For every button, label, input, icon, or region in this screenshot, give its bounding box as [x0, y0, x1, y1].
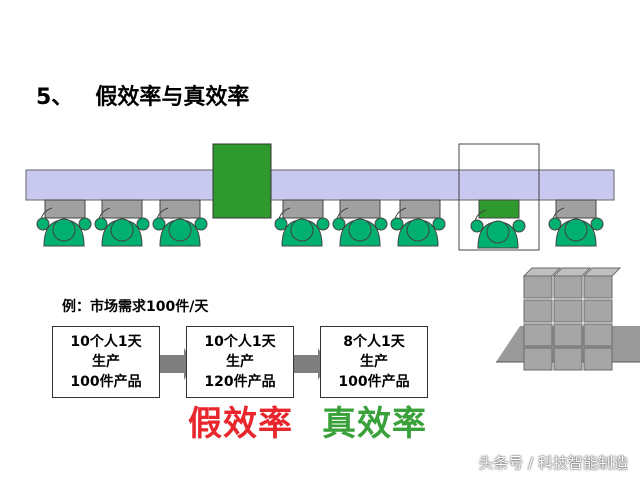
box-line: 120件产品	[204, 374, 276, 390]
inventory-cube	[523, 323, 553, 347]
station-8	[548, 199, 604, 247]
box-line: 8个人1天	[343, 334, 405, 350]
inventory-cube	[553, 323, 583, 347]
inventory-cube	[523, 347, 553, 371]
fake-efficiency-label: 假效率	[188, 404, 293, 444]
inventory-cube	[583, 323, 613, 347]
right-arrow-icon	[160, 348, 194, 380]
box-line: 生产	[360, 354, 388, 370]
inventory-cube-top	[552, 267, 592, 277]
box-line: 10个人1天	[204, 334, 276, 350]
inventory-stack-icon	[496, 267, 640, 371]
inventory-cube	[553, 275, 583, 299]
machine-icon	[212, 143, 272, 219]
title-number: 5、	[36, 85, 74, 110]
scenario-box-3: 8个人1天 生产 100件产品	[320, 326, 428, 398]
inventory-cube-top	[582, 267, 622, 277]
box-line: 100件产品	[70, 374, 142, 390]
inventory-cube	[553, 347, 583, 371]
station-3	[152, 199, 208, 247]
true-efficiency-label: 真效率	[322, 404, 427, 444]
inventory-cube	[523, 299, 553, 323]
inventory-cube	[583, 299, 613, 323]
station-1	[36, 199, 92, 247]
inventory-cube	[553, 299, 583, 323]
conveyor-belt	[25, 169, 615, 201]
title-text: 假效率与真效率	[95, 85, 250, 110]
page-title: 5、假效率与真效率	[36, 84, 249, 112]
inventory-cube-top	[522, 267, 562, 277]
box-line: 生产	[92, 354, 120, 370]
highlight-frame	[458, 143, 540, 251]
station-5	[332, 199, 388, 247]
inventory-cube	[583, 347, 613, 371]
right-arrow-icon	[294, 348, 328, 380]
station-2	[94, 199, 150, 247]
station-7	[470, 199, 526, 249]
box-line: 生产	[226, 354, 254, 370]
inventory-cube	[523, 275, 553, 299]
scenario-box-2: 10个人1天 生产 120件产品	[186, 326, 294, 398]
station-4	[274, 199, 330, 247]
station-6	[390, 199, 446, 247]
box-line: 100件产品	[338, 374, 410, 390]
scenario-box-1: 10个人1天 生产 100件产品	[52, 326, 160, 398]
example-text: 例：市场需求100件/天	[62, 299, 209, 315]
inventory-cube	[583, 275, 613, 299]
box-line: 10个人1天	[70, 334, 142, 350]
watermark: 头条号 / 科技智能制造	[478, 454, 628, 472]
